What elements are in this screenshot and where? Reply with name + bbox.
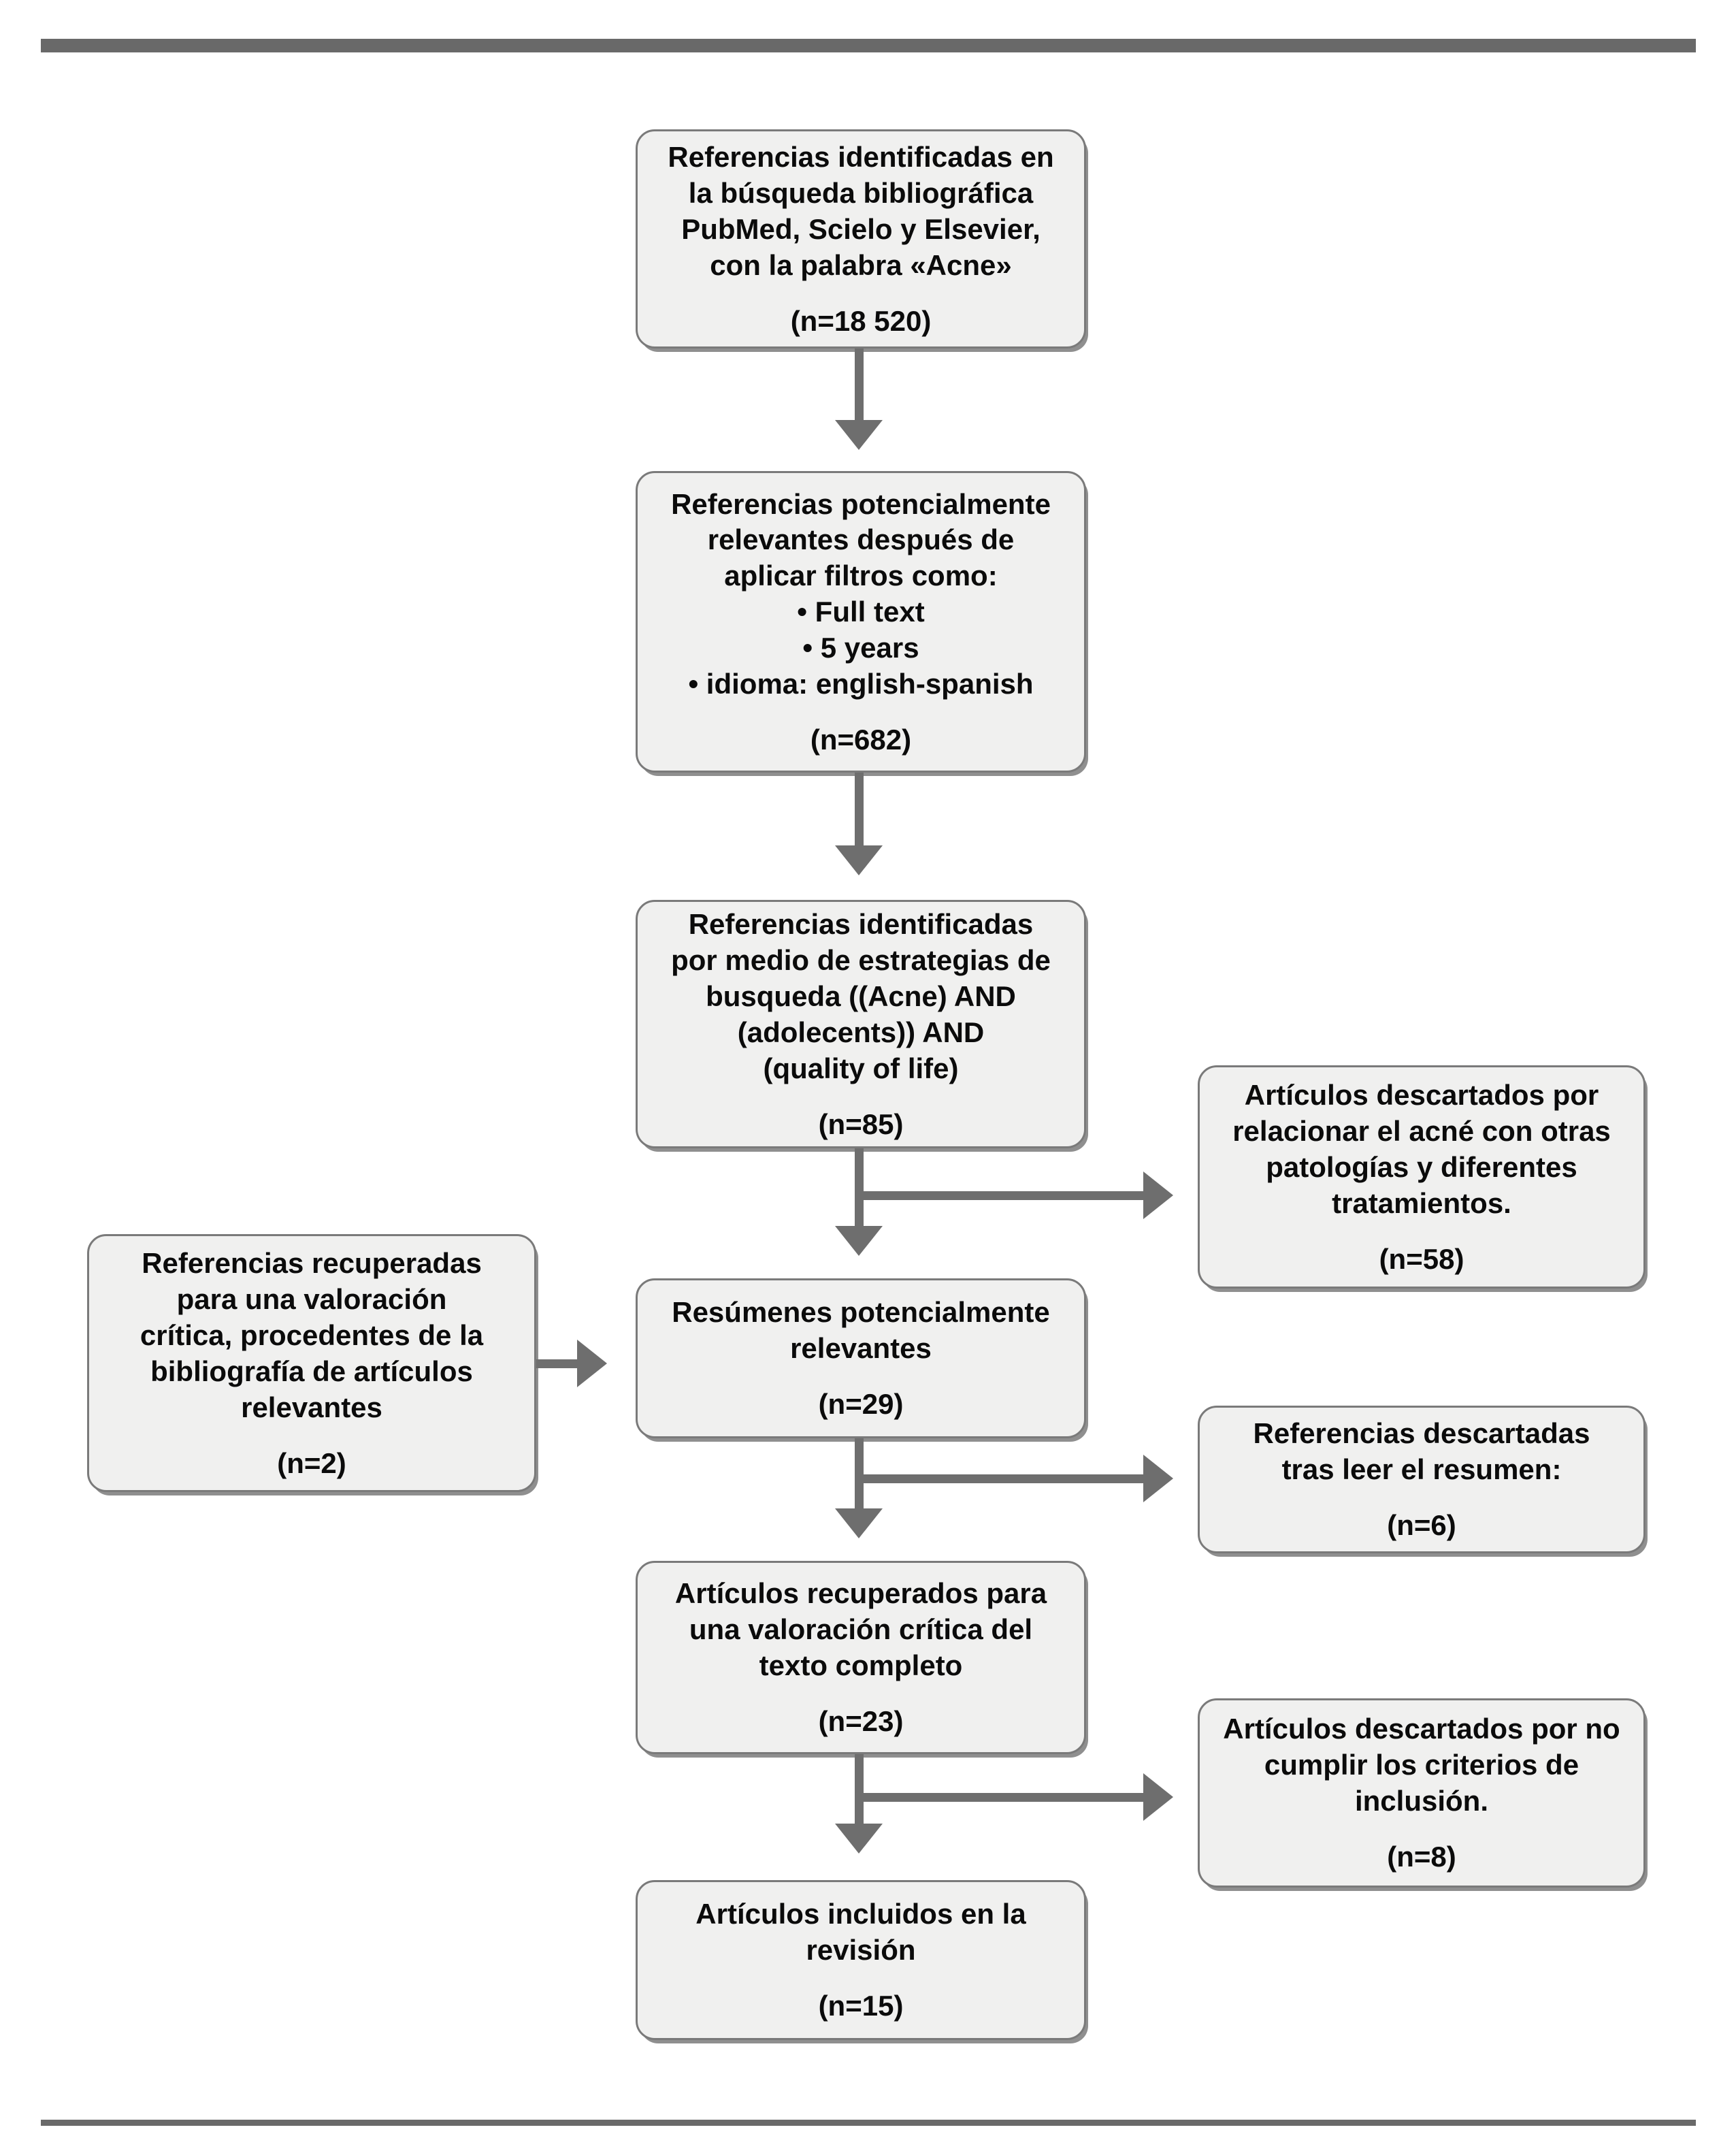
bottom-rule [41,2120,1696,2126]
flow-box-discarded-other-pathologies: Artículos descartados por relacionar el … [1198,1065,1645,1289]
arrow-stem [855,1438,864,1508]
box-count: (n=6) [1387,1509,1456,1542]
flow-box-references-from-bibliography: Referencias recuperadas para una valorac… [87,1234,536,1492]
box-text: Artículos descartados por no cumplir los… [1223,1713,1620,1817]
flow-box-identified-search: Referencias identificadas en la búsqueda… [636,129,1086,349]
box-text: Referencias potencialmente relevantes de… [671,487,1051,700]
arrow-down-icon [835,845,883,875]
arrow-down-icon [835,1824,883,1854]
flow-box-relevant-abstracts: Resúmenes potencialmente relevantes (n=2… [636,1278,1086,1438]
flow-box-included: Artículos incluidos en la revisión (n=15… [636,1880,1086,2040]
arrow-right-icon [1143,1171,1173,1219]
arrow-stem [855,1148,864,1226]
arrow-right-icon [1143,1455,1173,1502]
flow-box-fulltext-appraisal: Artículos recuperados para una valoració… [636,1561,1086,1754]
box-count: (n=23) [818,1705,904,1738]
arrow-down-icon [835,1508,883,1538]
box-text: Artículos descartados por relacionar el … [1232,1078,1611,1219]
arrow-right-icon [1143,1773,1173,1821]
box-count: (n=8) [1387,1841,1456,1873]
flow-box-discarded-after-abstract: Referencias descartadas tras leer el res… [1198,1406,1645,1553]
arrow-stem [855,1474,1143,1483]
arrow-stem [855,1754,864,1824]
box-text: Referencias identificadas en la búsqueda… [668,140,1054,281]
box-count: (n=29) [818,1388,904,1421]
box-text: Artículos recuperados para una valoració… [674,1577,1047,1682]
box-text: Referencias identificadas por medio de e… [671,908,1051,1084]
arrow-stem [855,1191,1143,1200]
box-count: (n=682) [810,724,912,756]
box-text: Resúmenes potencialmente relevantes [672,1296,1050,1365]
arrow-stem [855,1793,1143,1802]
arrow-stem [855,349,864,420]
box-count: (n=85) [818,1107,904,1140]
box-text: Artículos incluidos en la revisión [695,1898,1026,1967]
flow-box-search-strategy: Referencias identificadas por medio de e… [636,900,1086,1148]
flow-box-after-filters: Referencias potencialmente relevantes de… [636,471,1086,773]
box-text: Referencias recuperadas para una valorac… [140,1247,484,1423]
arrow-right-icon [577,1340,607,1387]
arrow-down-icon [835,1226,883,1256]
flow-box-discarded-inclusion-criteria: Artículos descartados por no cumplir los… [1198,1698,1645,1888]
box-count: (n=15) [818,1990,904,2022]
arrow-stem [855,773,864,845]
top-rule [41,39,1696,52]
box-text: Referencias descartadas tras leer el res… [1253,1417,1590,1486]
box-count: (n=18 520) [790,304,932,337]
arrow-down-icon [835,420,883,450]
box-count: (n=2) [277,1446,346,1479]
arrow-stem [536,1359,577,1368]
box-count: (n=58) [1379,1242,1464,1275]
